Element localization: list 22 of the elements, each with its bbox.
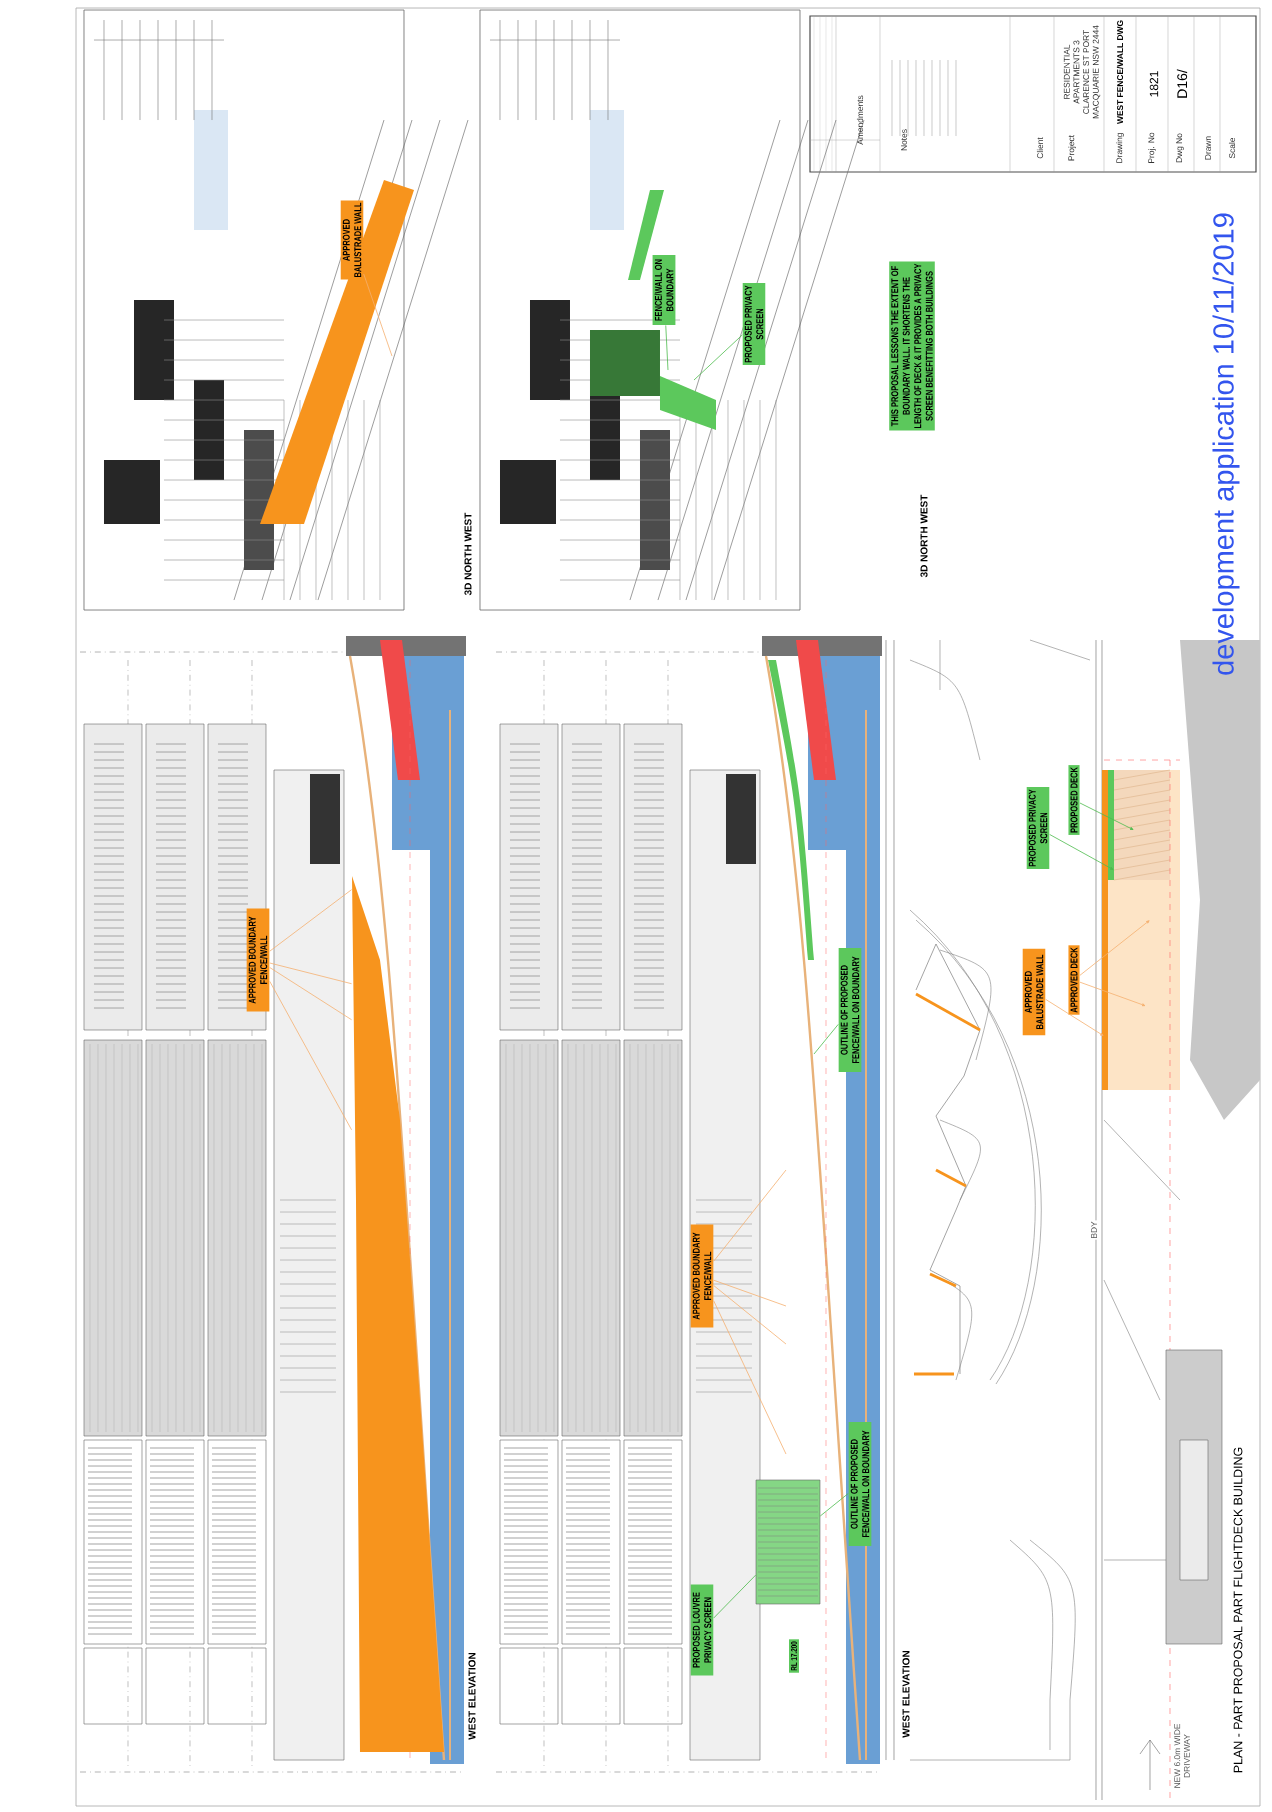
privacy-screen [755, 1479, 821, 1605]
leader-line [713, 1169, 787, 1262]
leader-line [269, 962, 352, 985]
leader-line [1079, 981, 1146, 1007]
fence-wall [352, 876, 444, 1752]
stamp-text: development application 10/11/2019 [1212, 213, 1240, 675]
leader-line [269, 967, 352, 1021]
leader-line [713, 1300, 787, 1455]
leader-line [713, 1279, 787, 1307]
leader-line [1079, 802, 1134, 830]
leader-line [1079, 920, 1150, 976]
leader-line [693, 334, 743, 381]
leader-line [713, 1285, 787, 1345]
leader-line [665, 325, 669, 371]
leader-line [363, 273, 393, 357]
leader-line [819, 1493, 849, 1517]
leader-line [813, 1023, 839, 1055]
leader-line [1049, 834, 1114, 870]
leader-line [269, 889, 352, 952]
leader-line [713, 1574, 757, 1619]
leader-line [1045, 998, 1104, 1036]
leader-line [269, 980, 352, 1131]
